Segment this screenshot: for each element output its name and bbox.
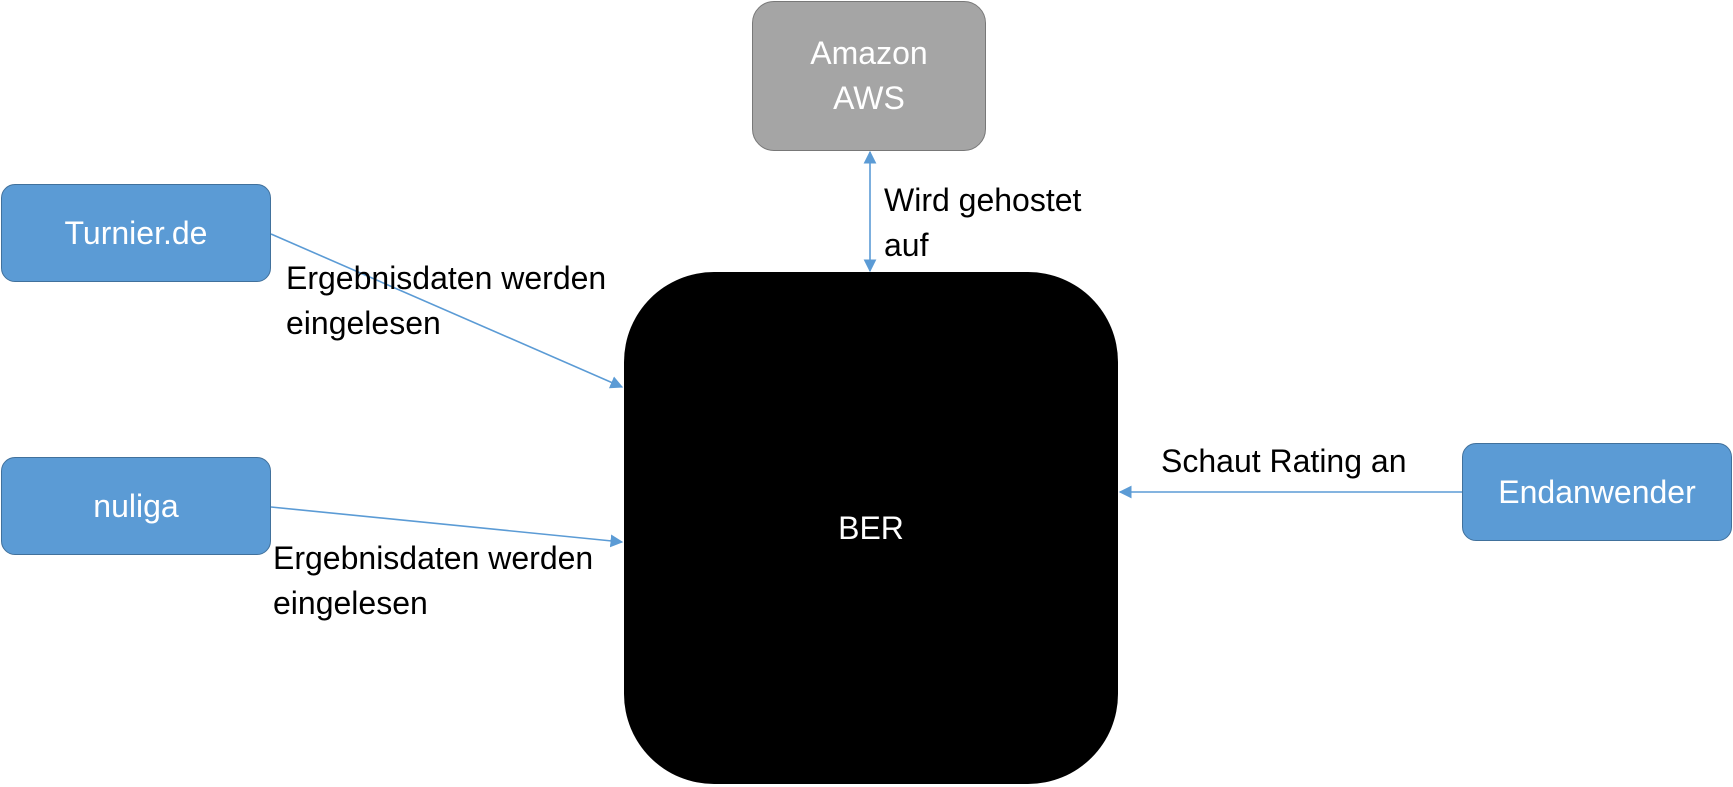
node-turnier: Turnier.de <box>1 184 271 282</box>
node-ber: BER <box>624 272 1118 784</box>
node-nuliga-label: nuliga <box>93 487 179 524</box>
node-turnier-label: Turnier.de <box>64 214 208 251</box>
connector-nuliga-ber <box>270 506 624 548</box>
node-amazon-aws: Amazon AWS <box>752 1 986 151</box>
node-endanwender-label: Endanwender <box>1498 473 1696 510</box>
edge-label-turnier-ber: Ergebnisdaten werden eingelesen <box>286 260 607 341</box>
edge-label-aws-ber: Wird gehostet auf <box>884 182 1082 263</box>
connector-turnier-ber <box>270 233 624 389</box>
node-ber-label: BER <box>838 509 904 546</box>
node-endanwender: Endanwender <box>1462 443 1732 541</box>
edge-label-endanwender-ber: Schaut Rating an <box>1161 443 1407 479</box>
node-nuliga: nuliga <box>1 457 271 555</box>
node-amazon-aws-label: Amazon AWS <box>810 35 928 116</box>
edge-label-nuliga-ber: Ergebnisdaten werden eingelesen <box>273 540 594 621</box>
